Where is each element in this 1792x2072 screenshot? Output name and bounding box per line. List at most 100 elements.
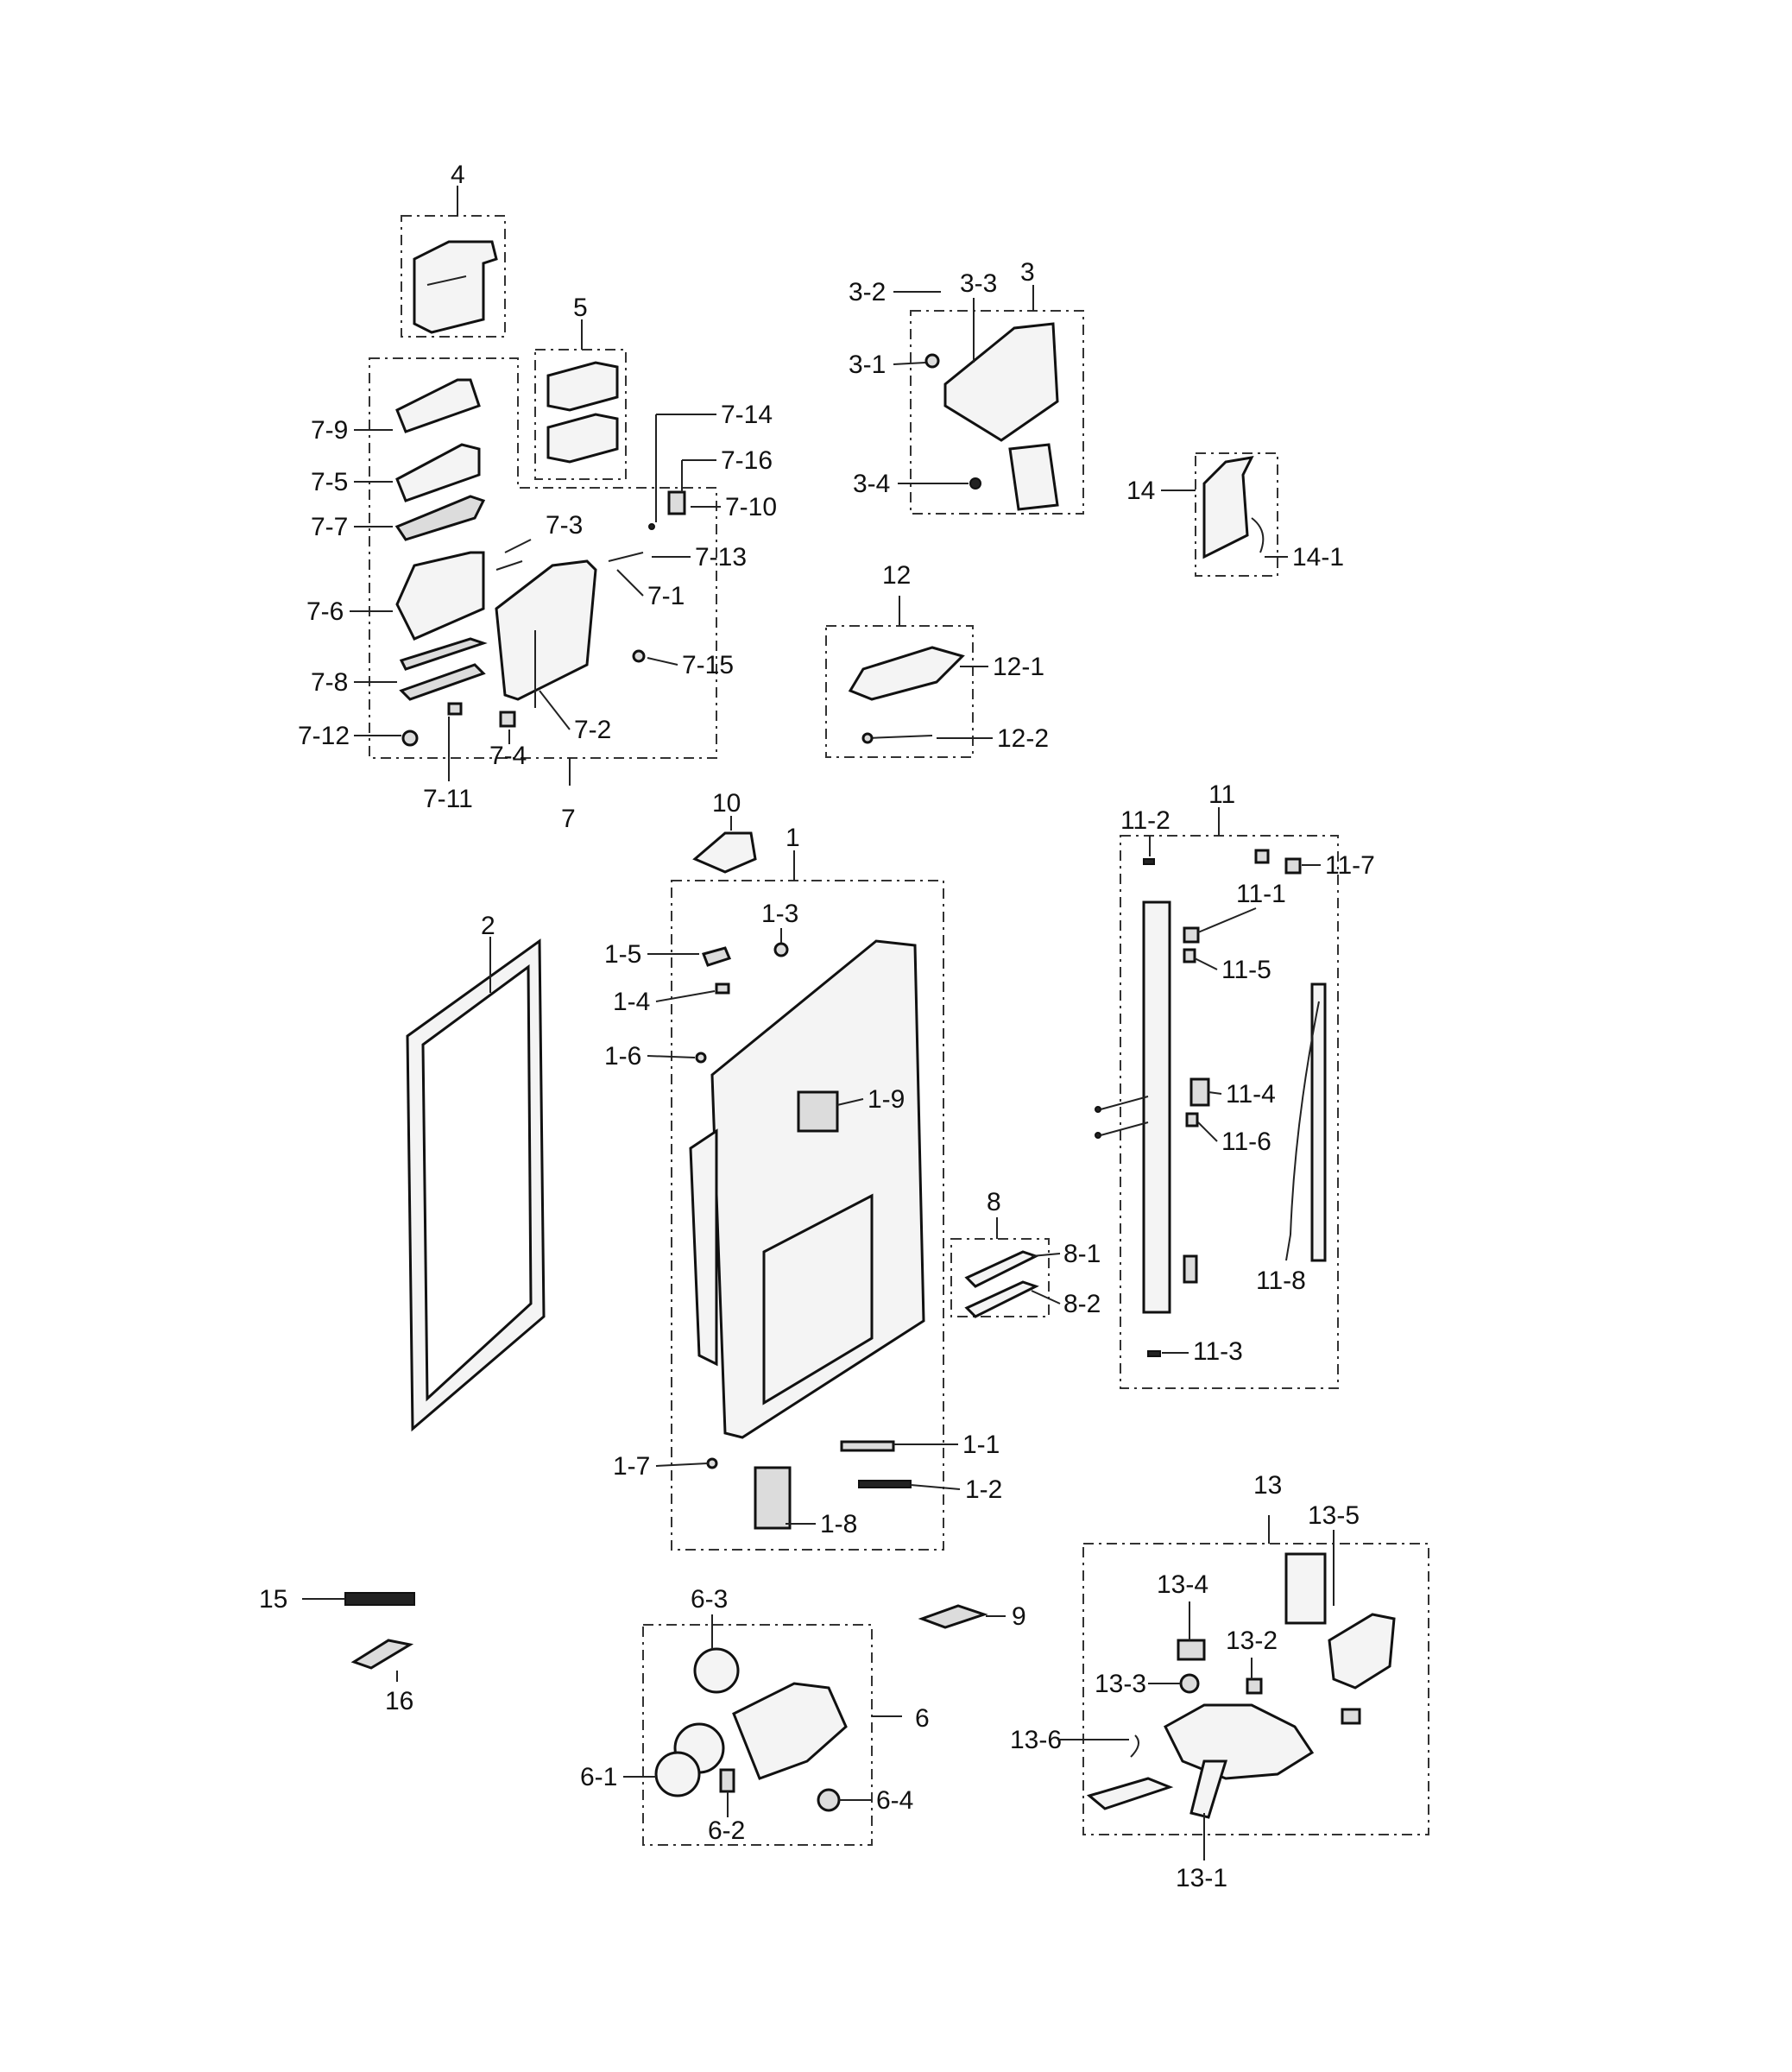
label-6-1: 6-1: [580, 1763, 617, 1791]
label-group-4: 4: [451, 161, 465, 189]
part-11-7-shape: [1284, 857, 1302, 875]
part-7-6b-shape: [399, 637, 488, 671]
part-1-8-shape: [754, 1466, 792, 1530]
label-group-11: 11: [1208, 780, 1235, 809]
part-7-11-shape: [447, 702, 463, 716]
part-11-bottom-hinge: [1183, 1254, 1198, 1284]
part-7-12-shape: [401, 730, 419, 747]
label-2: 2: [481, 912, 495, 940]
label-1-3: 1-3: [761, 900, 798, 928]
part-7-9-shape: [395, 378, 481, 433]
part-11-4-shape: [1189, 1077, 1210, 1107]
door-guard-upper: [546, 361, 619, 412]
cover-14-shape: [1202, 456, 1254, 559]
label-group-13: 13: [1253, 1471, 1282, 1500]
part-1-6-shape: [695, 1052, 707, 1064]
label-11-3: 11-3: [1193, 1337, 1243, 1366]
label-7-5: 7-5: [311, 468, 348, 496]
part-11-3-shape: [1147, 1350, 1161, 1357]
part-11-6-shape: [1185, 1112, 1199, 1128]
part-7-6-shape: [395, 551, 485, 641]
label-3-2: 3-2: [849, 278, 886, 306]
part-7-2-shape: [495, 559, 597, 701]
group-8: 8 8-1 8-2: [950, 1188, 1101, 1318]
part-16-shape: [350, 1639, 414, 1670]
part-6-3-shape: [693, 1647, 740, 1694]
group-12: 12 12-1 12-2: [825, 561, 1049, 758]
part-7-16-shape: [667, 490, 686, 515]
part-11-1-shape: [1183, 926, 1200, 944]
label-8-1: 8-1: [1063, 1240, 1101, 1268]
label-11-7: 11-7: [1325, 851, 1375, 880]
label-group-1: 1: [786, 824, 800, 852]
label-3-4: 3-4: [853, 470, 890, 498]
label-1-6: 1-6: [604, 1042, 641, 1071]
label-7-16: 7-16: [721, 446, 773, 475]
label-11-2: 11-2: [1120, 806, 1170, 835]
label-13-1: 13-1: [1176, 1864, 1227, 1892]
part-13-lower-cover: [1086, 1777, 1174, 1810]
label-13-2: 13-2: [1226, 1627, 1278, 1655]
group-14: 14 14-1: [1126, 452, 1344, 577]
part-15-shape: [344, 1592, 415, 1606]
group-7: 7 7-9 7-5 7-7 7-6 7-8 7-12 7-11 7-4: [298, 357, 777, 833]
label-1-5: 1-5: [604, 940, 641, 969]
part-13-3-shape: [1179, 1673, 1200, 1694]
part-11-8-shape: [1310, 982, 1327, 1262]
label-11-8: 11-8: [1256, 1267, 1306, 1295]
door-foam-shape: [710, 939, 925, 1439]
label-1-1: 1-1: [962, 1431, 1000, 1459]
group-3: 3 3-2 3-3 3-1 3-4: [849, 258, 1084, 515]
label-12-1: 12-1: [993, 653, 1044, 681]
label-3-3: 3-3: [960, 269, 997, 298]
part-6-4-shape: [817, 1788, 841, 1812]
part-8-2-shape: [964, 1280, 1039, 1318]
part-7-7-shape: [394, 495, 486, 541]
label-7-14: 7-14: [721, 401, 773, 429]
cover-12-1-shape: [848, 646, 965, 701]
label-group-5: 5: [573, 294, 588, 322]
part-1-2-shape: [858, 1480, 912, 1488]
part-1-7-shape: [706, 1457, 718, 1469]
group-5: 5: [534, 294, 627, 480]
part-13-4-shape: [1177, 1639, 1206, 1661]
label-group-14: 14: [1126, 477, 1155, 505]
group-6: 6 6-3 6-1 6-2 6-4: [580, 1585, 930, 1846]
label-3-1: 3-1: [849, 351, 886, 379]
part-15: 15: [259, 1585, 415, 1614]
label-7-2: 7-2: [574, 716, 611, 744]
part-13-1-shape: [1189, 1759, 1228, 1819]
label-1-4: 1-4: [613, 988, 650, 1016]
part-7-4-shape: [499, 711, 516, 728]
label-13-3: 13-3: [1095, 1670, 1146, 1698]
part-7-15-shape: [632, 649, 646, 663]
label-7-7: 7-7: [311, 513, 348, 541]
label-group-8: 8: [987, 1188, 1001, 1216]
group-13: 13 13-5 13-4 13-2 13-3 13-6 13-1: [1010, 1471, 1429, 1892]
label-12-2: 12-2: [997, 724, 1049, 753]
label-7-11: 7-11: [423, 785, 473, 813]
label-16: 16: [385, 1687, 413, 1715]
label-11-6: 11-6: [1221, 1128, 1271, 1156]
part-2-gasket: 2: [406, 912, 546, 1432]
ice-bucket-cover-part: [413, 240, 498, 334]
ice-maker-shape: [943, 322, 1059, 442]
hinge-rail-shape: [1142, 900, 1171, 1314]
part-6-1-shape: [654, 1751, 701, 1797]
label-13-5: 13-5: [1308, 1501, 1360, 1530]
part-1-3-shape: [773, 942, 789, 957]
label-9: 9: [1012, 1602, 1026, 1631]
label-6-2: 6-2: [708, 1816, 745, 1845]
part-13-5-panel: [1284, 1552, 1327, 1625]
door-guard-lower: [546, 413, 619, 464]
ice-maker-auger-shape: [1008, 443, 1059, 511]
part-1-4-shape: [715, 982, 730, 995]
label-14-1: 14-1: [1292, 543, 1344, 572]
label-7-12: 7-12: [298, 722, 350, 750]
label-group-3: 3: [1020, 258, 1035, 287]
label-11-4: 11-4: [1226, 1080, 1276, 1109]
dispenser-recess-shape: [762, 1193, 874, 1406]
group-11: 11 11-2 11-7 11-1 11-5 11-4 11-6 11-8 11…: [1095, 780, 1375, 1389]
label-1-9: 1-9: [868, 1085, 905, 1114]
